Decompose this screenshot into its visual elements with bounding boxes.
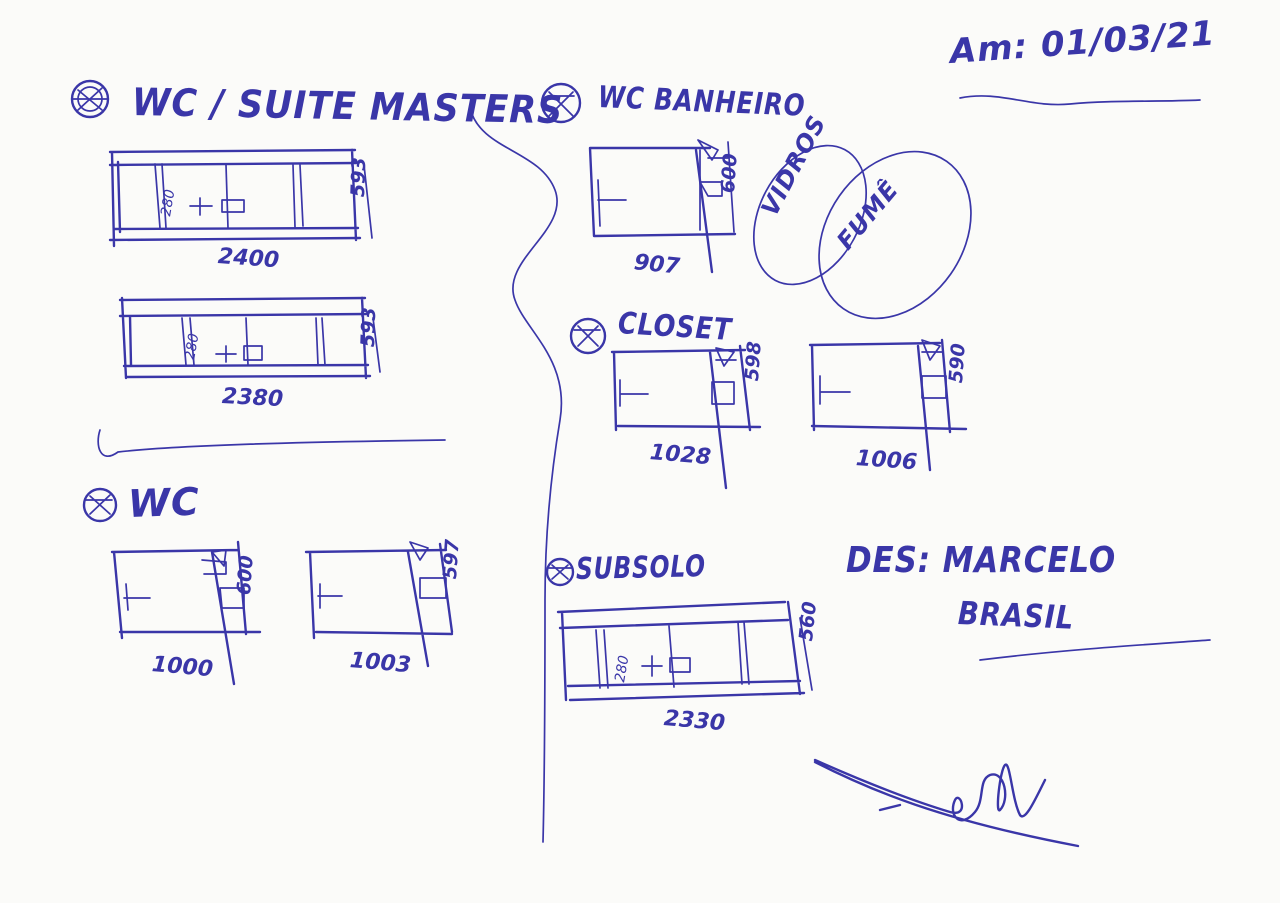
date-underline xyxy=(959,95,1201,106)
cabinet-elevation xyxy=(556,600,813,702)
section-title-wc-suite-master: WC / SUITE MASTERS xyxy=(131,80,564,133)
cabinet-elevation xyxy=(110,540,262,686)
cabinet-elevation xyxy=(118,296,381,380)
glass-note-bubble xyxy=(752,144,868,286)
cabinet-width-label: 1000 xyxy=(150,652,215,683)
cabinet-elevation xyxy=(808,338,968,472)
section-divider-curve xyxy=(469,107,563,843)
left-separator-line xyxy=(97,429,446,457)
cabinet-elevation xyxy=(304,541,454,668)
designer-label: DES: MARCELO xyxy=(846,540,1117,581)
section-bullet-icon xyxy=(82,487,118,523)
cabinet-height-label: 590 xyxy=(945,342,970,384)
cabinet-width-label: 907 xyxy=(632,250,681,280)
cabinet-height-label: 593 xyxy=(347,156,371,198)
cabinet-width-label: 1006 xyxy=(855,446,918,476)
cabinet-height-label: 600 xyxy=(717,152,742,194)
cabinet-height-label: 600 xyxy=(233,554,258,596)
section-title-closet: CLOSET xyxy=(617,306,733,348)
designer-underline xyxy=(979,639,1211,661)
cabinet-width-label: 2330 xyxy=(662,706,727,737)
section-title-subsolo: SUBSOLO xyxy=(575,549,707,587)
cabinet-height-label: 597 xyxy=(439,538,464,580)
section-bullet-icon xyxy=(545,557,575,587)
section-bullet-icon xyxy=(540,82,582,124)
cabinet-height-label: 593 xyxy=(357,306,381,348)
section-bullet-icon xyxy=(70,79,110,119)
cabinet-height-label: 560 xyxy=(795,600,822,643)
designer-surname: BRASIL xyxy=(957,594,1075,637)
cabinet-elevation xyxy=(108,148,373,248)
section-title-wc: WC xyxy=(127,479,201,526)
cabinet-width-label: 2380 xyxy=(221,384,284,413)
cabinet-width-label: 2400 xyxy=(217,244,280,274)
glass-note-bubble xyxy=(818,150,972,320)
cabinet-width-label: 1003 xyxy=(348,648,413,679)
cabinet-height-label: 598 xyxy=(741,340,766,382)
section-bullet-icon xyxy=(569,317,607,355)
signature xyxy=(813,758,1080,848)
cabinet-elevation xyxy=(610,344,762,490)
cabinet-width-label: 1028 xyxy=(648,440,713,471)
cabinet-elevation xyxy=(588,139,737,274)
